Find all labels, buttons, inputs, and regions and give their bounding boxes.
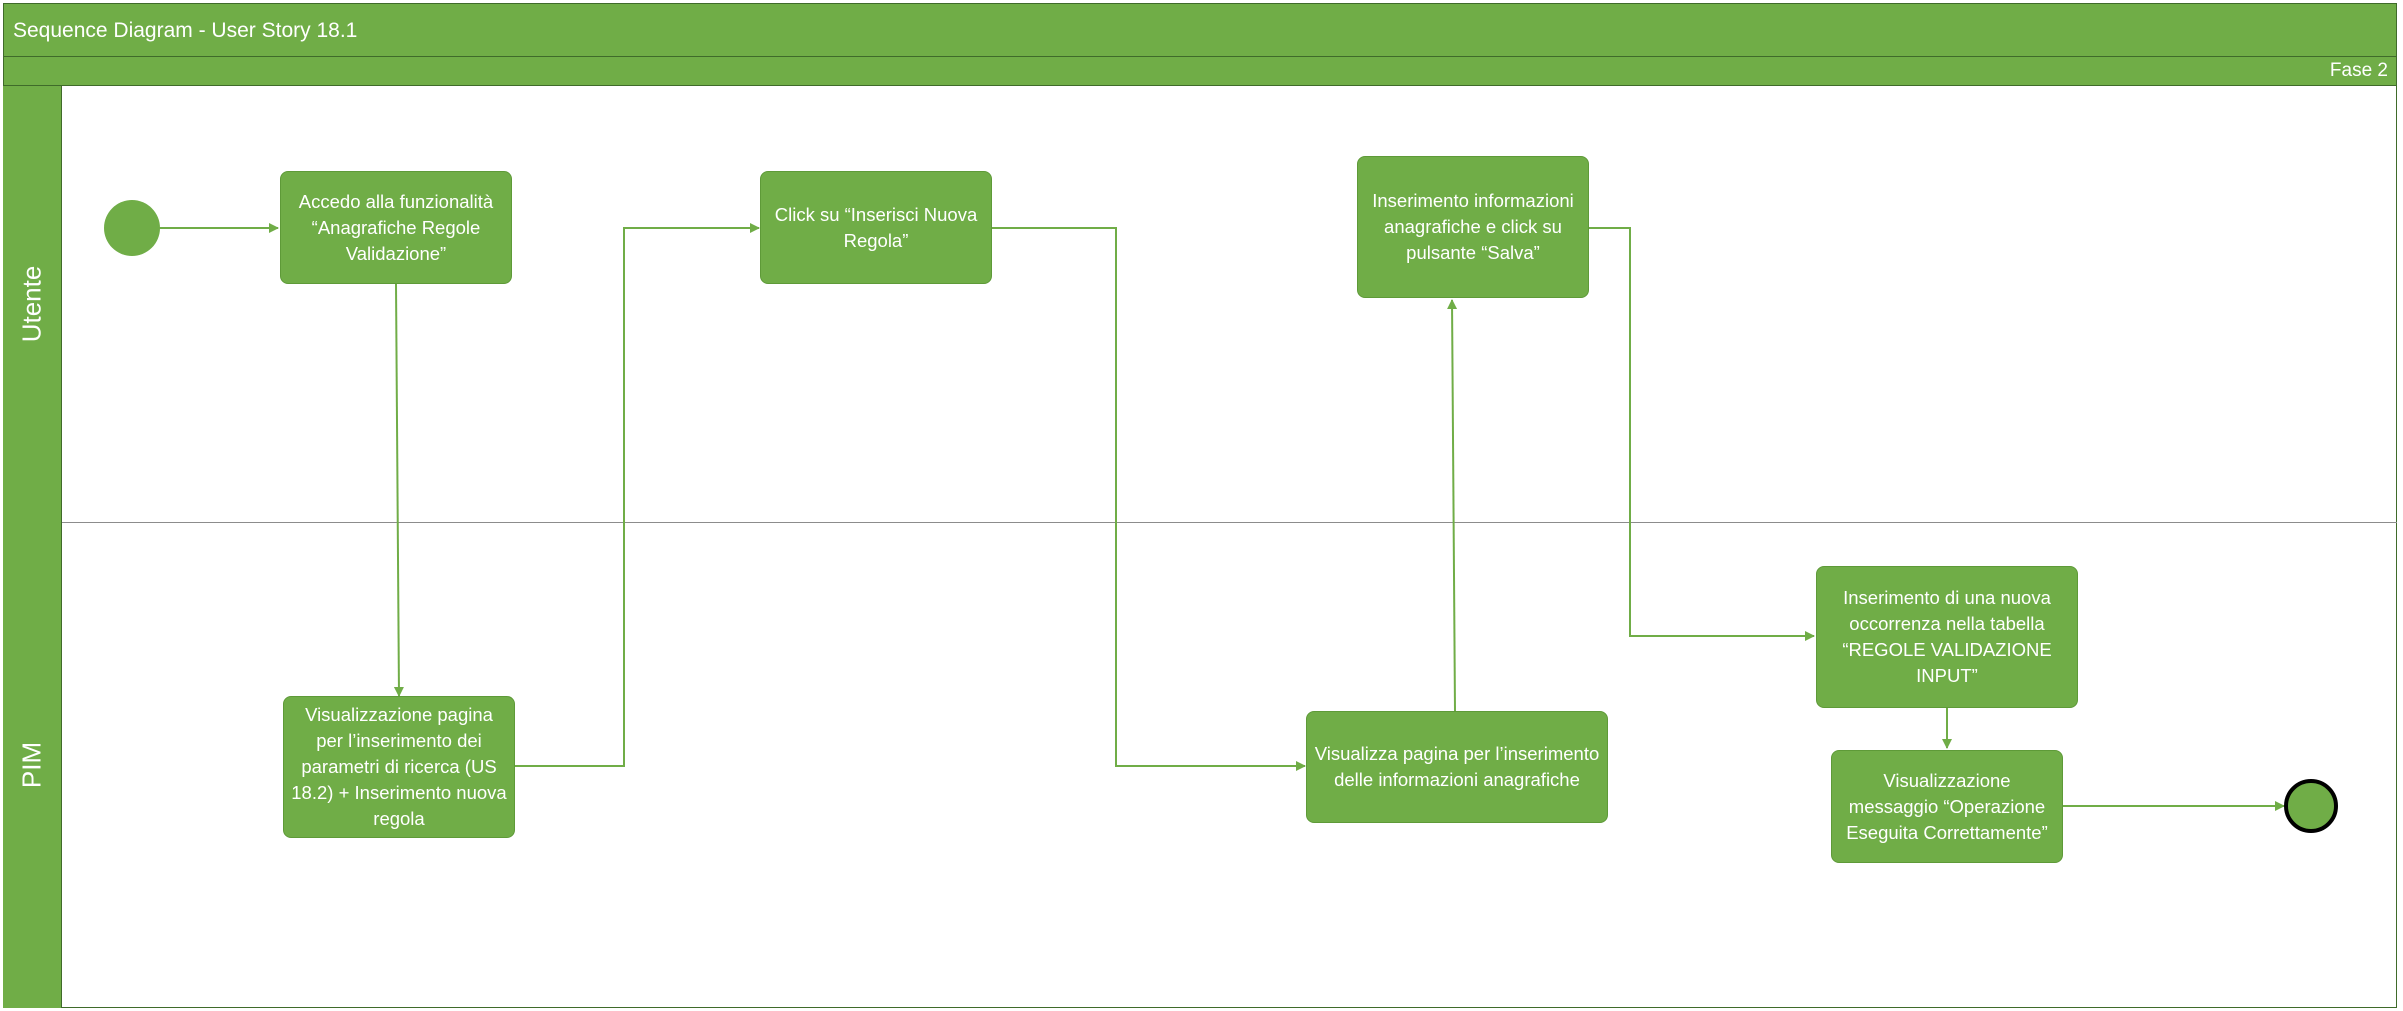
node-inserimento-info: Inserimento informazioni anagrafiche e c… xyxy=(1357,156,1589,298)
node-visualizzazione-pagina: Visualizzazione pagina per l’inserimento… xyxy=(283,696,515,838)
node-inserimento-occorrenza: Inserimento di una nuova occorrenza nell… xyxy=(1816,566,2078,708)
edge-visualizza-to-inserimento xyxy=(1447,299,1458,713)
diagram-title: Sequence Diagram - User Story 18.1 xyxy=(3,3,2397,57)
lane-divider xyxy=(62,522,2397,523)
edge-accedo-to-visualizzazione xyxy=(393,283,404,697)
edge-visualizzazione-to-click xyxy=(512,223,760,767)
end-node xyxy=(2284,779,2338,833)
node-accedo: Accedo alla funzionalità “Anagrafiche Re… xyxy=(280,171,512,284)
start-node xyxy=(104,200,160,256)
edge-inserimento-to-occorrenza xyxy=(1587,227,1815,641)
node-visualizzazione-messaggio: Visualizzazione messaggio “Operazione Es… xyxy=(1831,750,2063,863)
lane-header-utente: Utente xyxy=(3,86,62,522)
node-visualizza-pagina: Visualizza pagina per l’inserimento dell… xyxy=(1306,711,1608,823)
node-click-inserisci: Click su “Inserisci Nuova Regola” xyxy=(760,171,992,284)
lane-header-pim: PIM xyxy=(3,522,62,1008)
phase-label: Fase 2 xyxy=(3,57,2397,86)
edge-click-to-visualizza xyxy=(990,227,1306,771)
